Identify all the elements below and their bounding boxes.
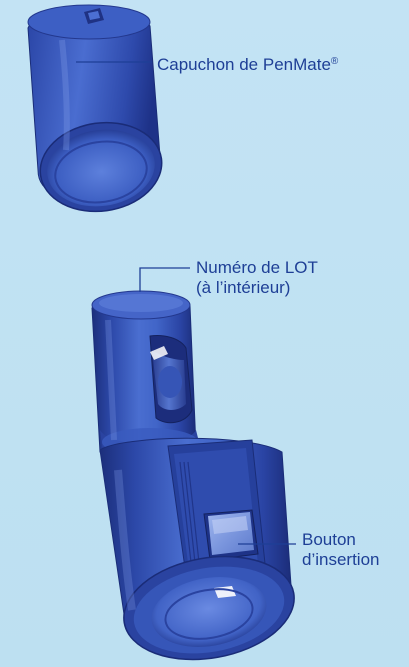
pen-device	[91, 290, 295, 661]
lot-number-label: Numéro de LOT (à l’intérieur)	[196, 258, 318, 298]
cap-label-text: Capuchon de PenMate	[157, 55, 331, 74]
button-label-line-2: d’insertion	[302, 550, 380, 569]
cap-part	[27, 4, 163, 213]
registered-mark: ®	[330, 56, 339, 67]
lot-label-line-2: (à l’intérieur)	[196, 278, 291, 297]
insertion-button-label: Bouton d’insertion	[302, 530, 380, 570]
lot-label-line-1: Numéro de LOT	[196, 258, 318, 277]
leader-lines	[76, 61, 296, 545]
button-label-line-1: Bouton	[302, 530, 356, 549]
cap-label: Capuchon de PenMate®	[157, 52, 338, 75]
lot-leader-line	[139, 267, 190, 292]
